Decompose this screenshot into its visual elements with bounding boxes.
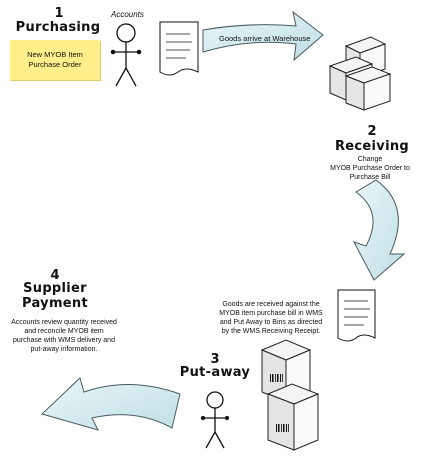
barcode-icon-2 [276,424,289,432]
receiving-arrow [352,179,406,281]
step-1-title: Purchasing [15,20,101,35]
purchase-bill-document-icon [337,289,376,342]
received-description: Goods are received against the MYOB item… [219,301,323,335]
step-4-number: 4 [50,268,60,283]
step-1-number: 1 [54,6,64,21]
accounts-person-icon [110,23,142,87]
accounts-label: Accounts [111,10,144,19]
step-3-number: 3 [210,352,220,367]
barcode-icon [270,374,283,382]
step-3-title: Put-away [179,365,251,380]
goods-boxes-icon [328,36,392,111]
purchase-order-note: New MYOB Item Purchase Order [10,40,100,80]
step-2-title: Receiving [335,139,409,154]
step-4-title: Supplier Payment [22,281,88,311]
step-2-description: Change MYOB Purchase Order to Purchase B… [330,156,410,181]
barcode-boxes-icon [260,339,320,451]
step-4-description: Accounts review quantity received and re… [11,319,117,353]
payment-arrow [41,377,181,431]
purchase-order-document-icon [159,21,199,76]
arrival-arrow [202,10,324,62]
step-2-number: 2 [367,124,377,139]
arrival-label: Goods arrive at Warehouse [219,34,311,43]
warehouse-person-icon [200,391,230,449]
